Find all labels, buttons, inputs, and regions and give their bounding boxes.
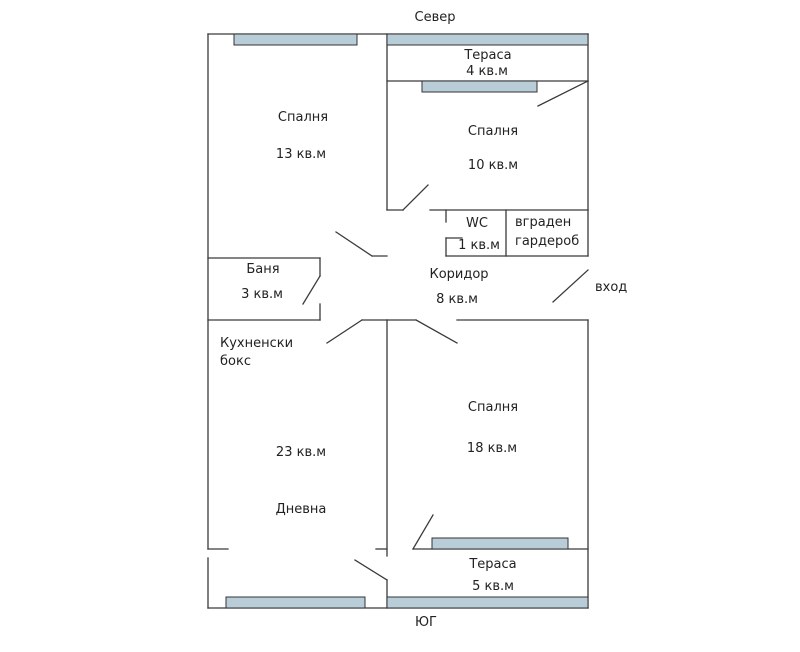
wc-name: WC <box>466 216 488 231</box>
kitchen-line1: Кухненски <box>220 336 294 351</box>
door-bathroom <box>302 275 321 305</box>
window-terrace-n <box>386 33 589 46</box>
living-name: Дневна <box>275 502 327 517</box>
window-terrace-s <box>386 596 589 609</box>
door-bedroom-nw <box>335 231 373 257</box>
bathroom-area: 3 кв.м <box>241 287 283 302</box>
wc-area: 1 кв.м <box>458 238 500 253</box>
window-nw <box>233 33 358 46</box>
terrace-n-area: 4 кв.м <box>466 64 508 79</box>
door-terrace-s <box>354 559 388 581</box>
door-bedroom-se <box>415 319 458 344</box>
door-living <box>326 319 363 344</box>
bedroom-ne-name: Спалня <box>467 124 519 139</box>
terrace-n-name: Тераса <box>464 48 512 63</box>
terrace-s-area: 5 кв.м <box>472 579 514 594</box>
wardrobe-line2: гардероб <box>515 234 580 249</box>
bedroom-se-area: 18 кв.м <box>466 441 518 456</box>
bedroom-ne-area: 10 кв.м <box>467 158 519 173</box>
window-bedroom-ne <box>421 80 538 93</box>
window-bedroom-se <box>431 537 569 550</box>
corridor-name: Коридор <box>429 267 489 282</box>
door-terrace-n <box>537 80 589 107</box>
door-entrance <box>552 269 589 303</box>
terrace-s-name: Тераса <box>469 557 517 572</box>
wardrobe-line1: вграден <box>515 215 572 230</box>
bedroom-nw-name: Спалня <box>277 110 329 125</box>
bathroom-name: Баня <box>246 262 280 277</box>
corridor-area: 8 кв.м <box>436 292 478 307</box>
living-area: 23 кв.м <box>275 445 327 460</box>
window-living <box>225 596 366 609</box>
compass-south: ЮГ <box>415 615 437 630</box>
bedroom-se-name: Спалня <box>467 400 519 415</box>
entrance-label: вход <box>595 280 628 295</box>
bedroom-nw-area: 13 кв.м <box>275 147 327 162</box>
compass-north: Север <box>414 10 456 25</box>
kitchen-line2: бокс <box>220 354 251 369</box>
door-bedroom-ne <box>402 184 429 211</box>
door-bedroom-se-terrace <box>412 514 434 550</box>
